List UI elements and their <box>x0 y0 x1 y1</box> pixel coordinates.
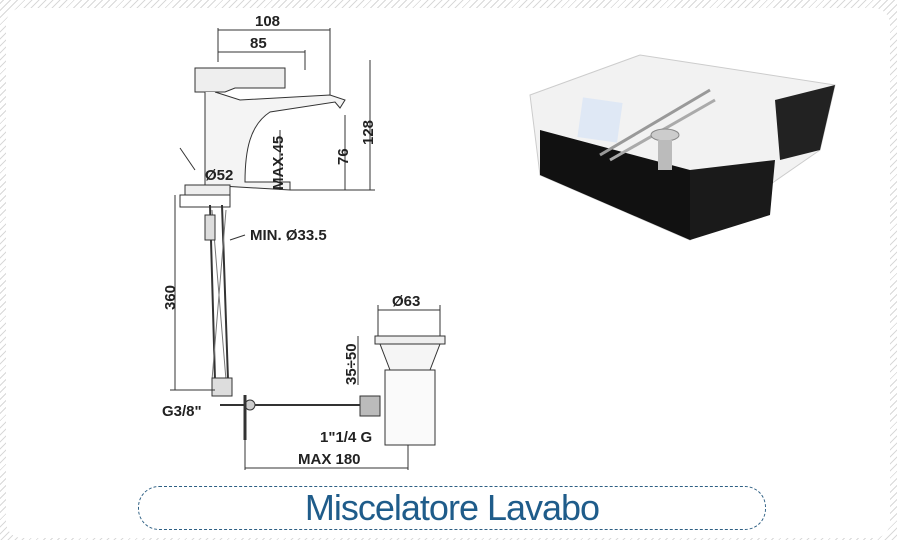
dim-g38: G3/8" <box>162 403 202 420</box>
title-banner: Miscelatore Lavabo <box>138 486 766 530</box>
dim-max45: MAX.45 <box>270 136 287 190</box>
dim-d52: Ø52 <box>205 167 233 184</box>
product-box-photo <box>529 54 836 241</box>
dim-g114: 1"1/4 G <box>320 429 372 446</box>
dim-max180: MAX 180 <box>298 451 361 468</box>
dim-85: 85 <box>250 35 267 52</box>
dim-128: 128 <box>360 120 377 145</box>
dim-min335: MIN. Ø33.5 <box>250 227 327 244</box>
dim-360: 360 <box>162 285 179 310</box>
dim-108: 108 <box>255 13 280 30</box>
dim-d63: Ø63 <box>392 293 420 310</box>
product-title: Miscelatore Lavabo <box>304 487 600 528</box>
dim-35-50: 35÷50 <box>343 343 360 385</box>
dim-76: 76 <box>335 148 352 165</box>
